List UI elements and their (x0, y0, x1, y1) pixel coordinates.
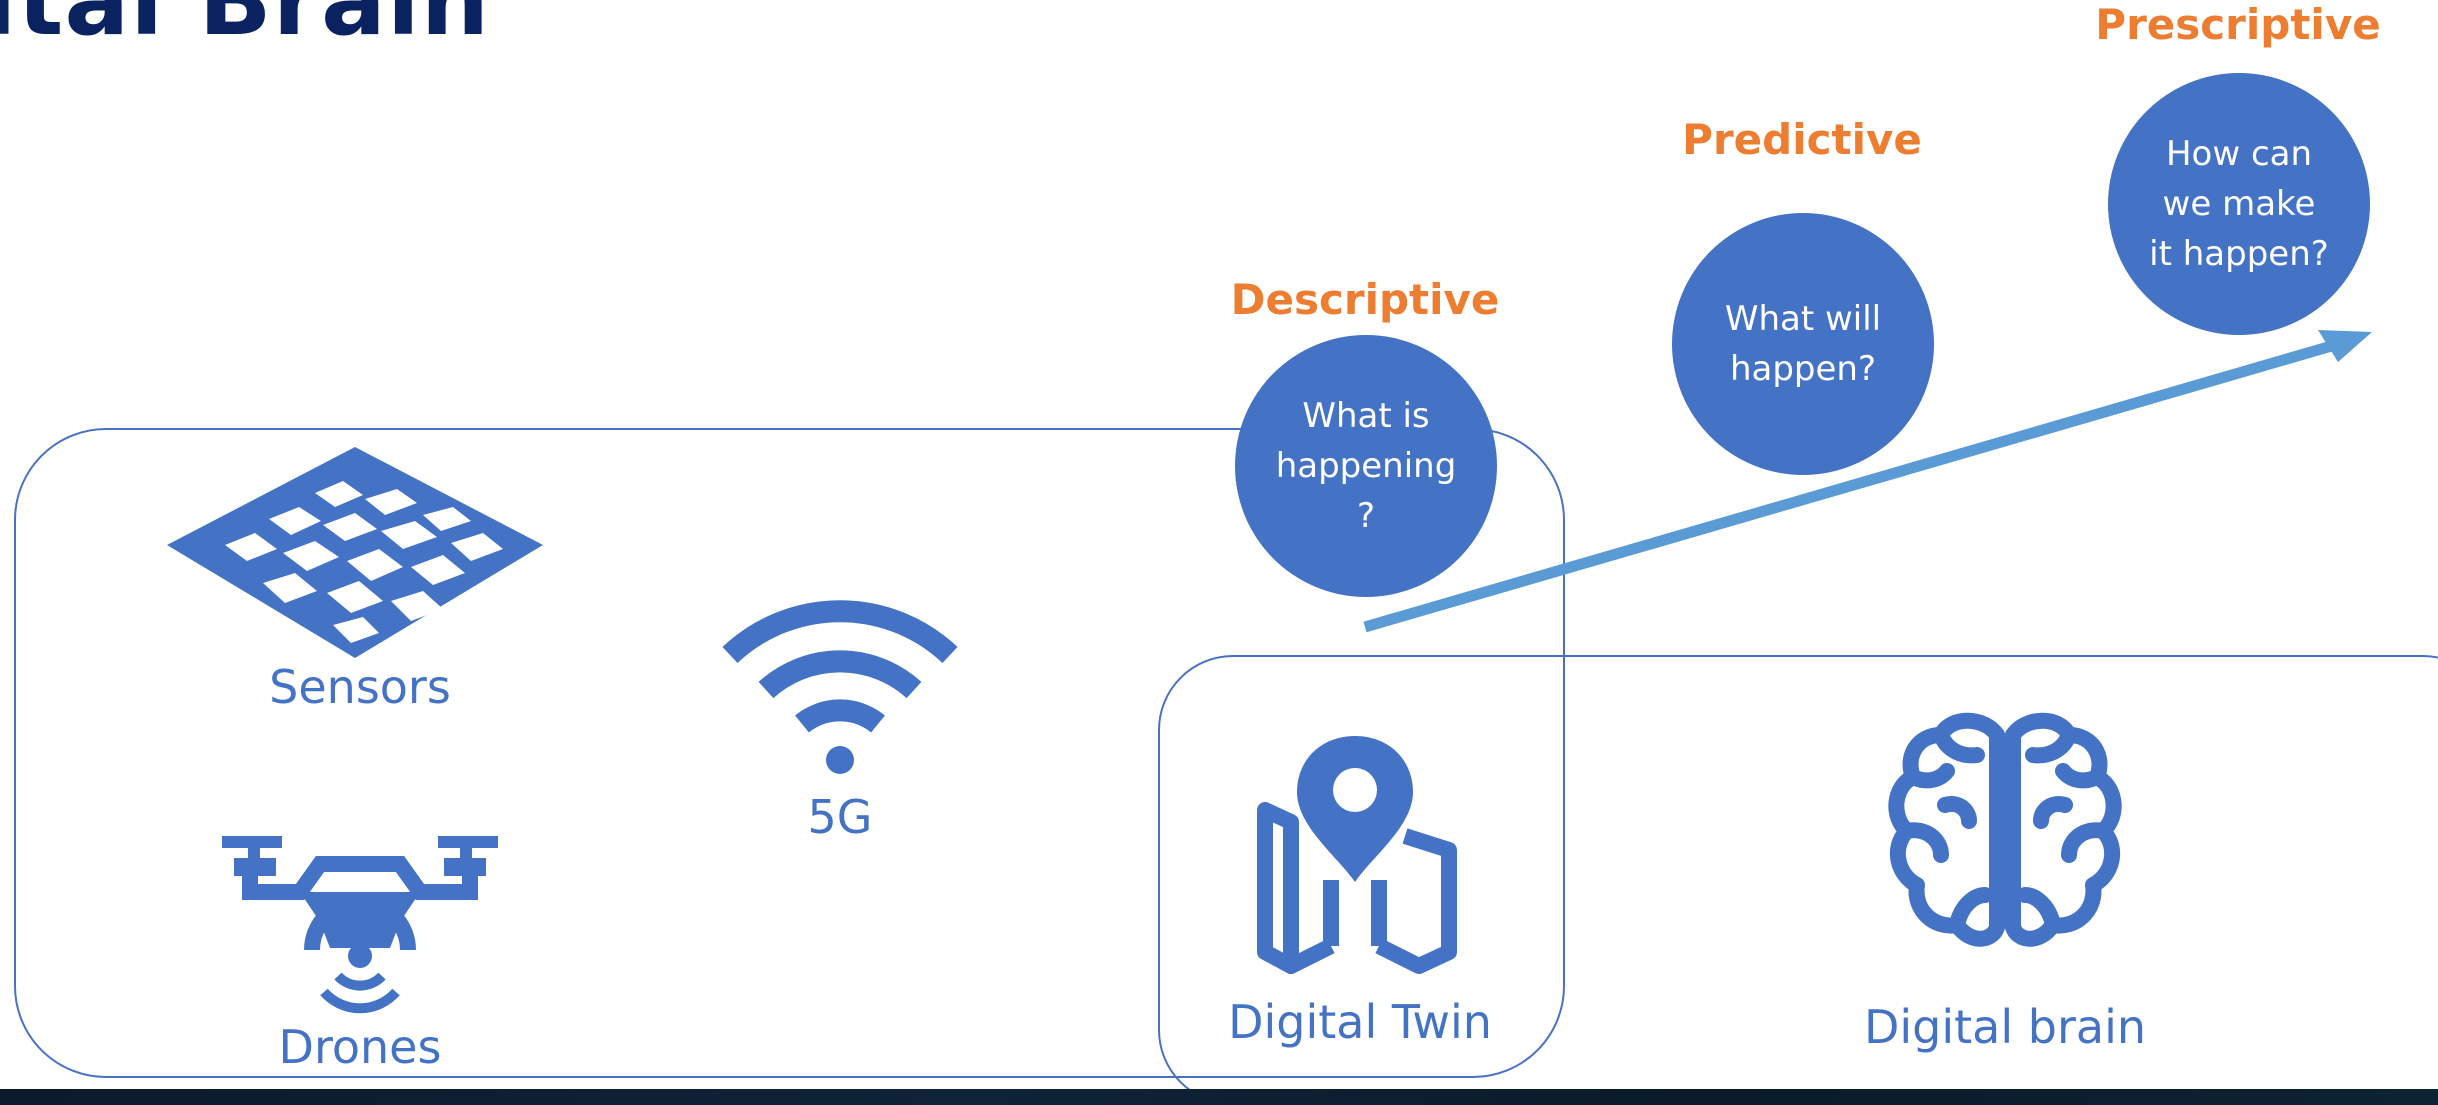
slide-title: igital Brain (0, 0, 491, 57)
descriptive-bubble: What is happening ? (1235, 335, 1497, 597)
drone-icon (222, 836, 498, 1014)
wifi-signal-icon (722, 600, 958, 774)
predictive-heading: Predictive (1682, 115, 1922, 164)
sensors-label: Sensors (269, 660, 451, 714)
prescriptive-bubble: How can we make it happen? (2108, 73, 2370, 335)
map-pin-icon (1257, 736, 1457, 974)
descriptive-heading: Descriptive (1230, 275, 1500, 324)
sensor-grid-icon (167, 447, 543, 658)
predictive-bubble: What will happen? (1672, 213, 1934, 475)
brain-icon (1888, 712, 2122, 947)
footer-band (0, 1089, 2438, 1105)
digital-brain-label: Digital brain (1863, 1000, 2147, 1054)
5g-label: 5G (807, 790, 873, 844)
drones-label: Drones (278, 1020, 442, 1074)
data-sources-frame (14, 428, 1565, 1078)
prescriptive-heading: Prescriptive (2095, 0, 2381, 49)
digital-twin-label: Digital Twin (1228, 995, 1492, 1049)
